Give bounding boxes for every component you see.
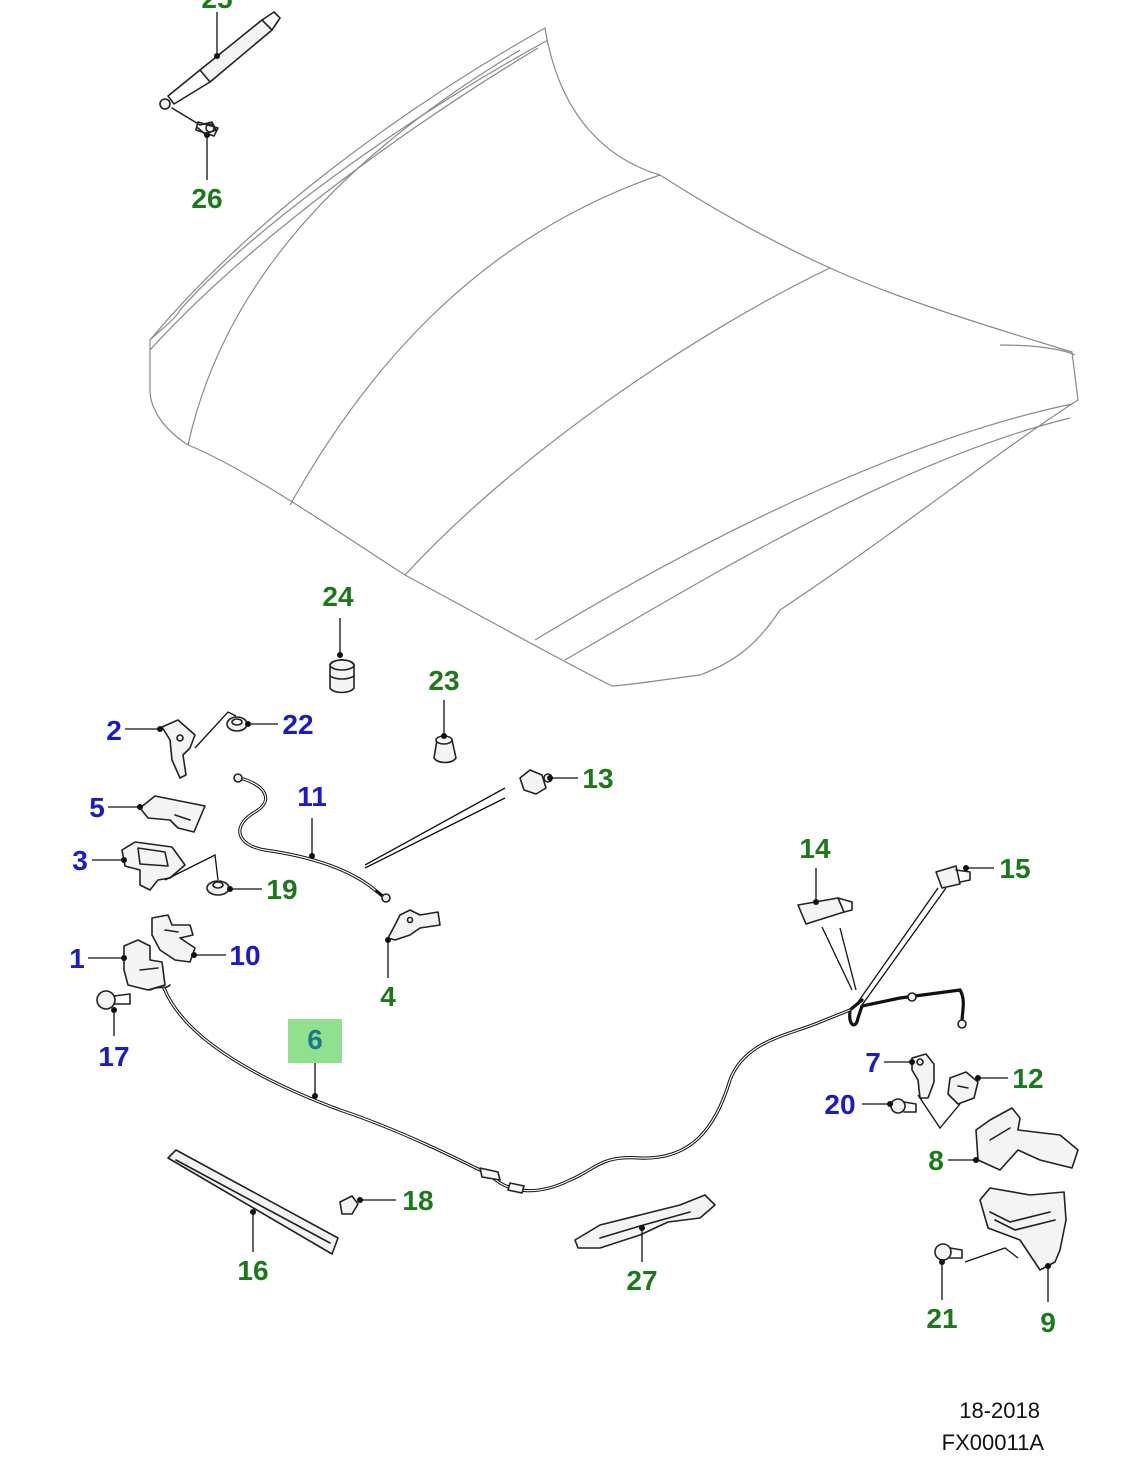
callout-17: 17: [98, 1041, 129, 1072]
callout-18: 18: [402, 1185, 433, 1216]
callout-8: 8: [928, 1145, 944, 1176]
callout-9: 9: [1040, 1307, 1056, 1338]
callout-12: 12: [1012, 1063, 1043, 1094]
connector-15: [857, 865, 971, 1006]
grommet-19: [206, 880, 230, 896]
bolt-20: [890, 1098, 917, 1114]
hood-bumper: [433, 735, 457, 764]
bolt-21: [934, 1243, 1019, 1263]
callout-23: 23: [428, 665, 459, 696]
nut-22: [194, 711, 248, 749]
release-cable-main: [162, 986, 967, 1194]
callout-7: 7: [865, 1047, 881, 1078]
clip-18: [339, 1195, 359, 1215]
callout-2: 2: [106, 715, 122, 746]
striker-plate-10: [151, 914, 196, 963]
footer-figure-code: FX00011A: [941, 1430, 1044, 1455]
latch-assembly-1: [123, 939, 171, 991]
callout-6: 6: [307, 1024, 323, 1055]
bracket-8: [917, 1094, 1079, 1171]
hood-panel: [149, 27, 1079, 687]
hood-latch: [121, 841, 219, 891]
hinge-bracket: [161, 719, 196, 779]
callout-27: 27: [626, 1265, 657, 1296]
cable-clip-13: [519, 769, 553, 795]
callout-13: 13: [582, 763, 613, 794]
callout-4: 4: [380, 981, 396, 1012]
callout-26: 26: [191, 183, 222, 214]
strut-ball-stud: [195, 121, 219, 137]
bolt-17: [96, 990, 131, 1010]
latch-actuator-7: [911, 1053, 935, 1099]
callout-6-highlight: [288, 1019, 342, 1063]
latch-cover: [139, 795, 206, 833]
callout-15: 15: [999, 853, 1030, 884]
switch-12: [947, 1071, 979, 1105]
footer-date-code: 18-2018: [959, 1398, 1040, 1423]
callout-1: 1: [69, 943, 85, 974]
release-cable-short: [233, 773, 506, 903]
callout-5: 5: [89, 792, 105, 823]
hood-strut: [159, 11, 281, 135]
callout-20: 20: [824, 1089, 855, 1120]
bracket-9: [979, 1187, 1067, 1271]
callout-21: 21: [926, 1303, 957, 1334]
callout-25: 25: [201, 0, 232, 14]
latch-bracket-4: [387, 909, 441, 941]
release-handle-14: [797, 897, 857, 991]
callouts: 25 26 24 23 2 22 13 11 5 3: [69, 0, 1056, 1338]
seal-strip-16: [167, 1149, 339, 1255]
callout-16: 16: [237, 1255, 268, 1286]
callout-14: 14: [799, 833, 831, 864]
callout-11: 11: [297, 781, 327, 812]
bump-stop: [329, 658, 355, 694]
callout-3: 3: [72, 845, 88, 876]
support-27: [574, 1194, 716, 1249]
callout-19: 19: [266, 874, 297, 905]
callout-24: 24: [322, 581, 354, 612]
callout-10: 10: [229, 940, 260, 971]
callout-22: 22: [282, 709, 313, 740]
